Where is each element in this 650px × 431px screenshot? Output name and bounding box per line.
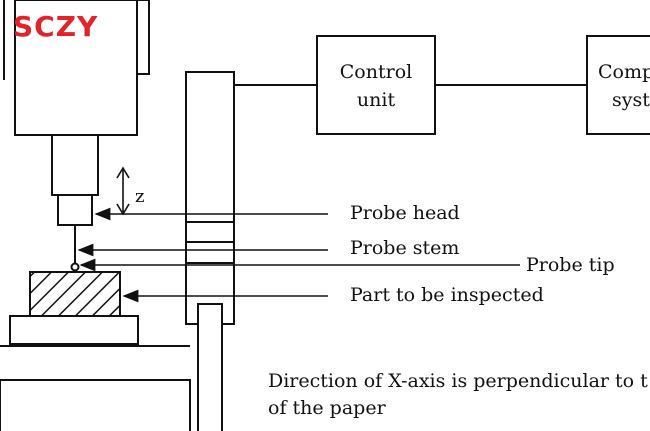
probe-head (57, 194, 93, 226)
part-label: Part to be inspected (350, 284, 544, 306)
machine-ram (14, 0, 138, 136)
probe-tip-label: Probe tip (526, 254, 615, 276)
part-to-be-inspected (29, 271, 121, 317)
machine-table (9, 315, 139, 345)
brand-logo: SCZY (13, 10, 99, 43)
probe-tip (70, 262, 80, 272)
machine-column (185, 71, 235, 325)
computer-system-box (586, 35, 650, 135)
z-axis-arrow (116, 166, 130, 216)
note-line-2: of the paper (268, 397, 386, 419)
control-unit-box (316, 35, 436, 135)
probe-head-label: Probe head (350, 202, 460, 224)
column-post (197, 303, 223, 431)
computer-system-label-1: Comp (598, 61, 650, 83)
machine-base (0, 379, 191, 431)
quill (51, 134, 99, 196)
control-unit-label-2: unit (356, 89, 396, 111)
probe-stem-label: Probe stem (350, 237, 460, 259)
ram-column-left (136, 0, 150, 75)
control-unit-label-1: Control (339, 61, 413, 83)
note-line-1: Direction of X-axis is perpendicular to … (268, 370, 648, 392)
z-axis-label: z (135, 186, 145, 207)
computer-system-label-2: syst (612, 89, 650, 111)
